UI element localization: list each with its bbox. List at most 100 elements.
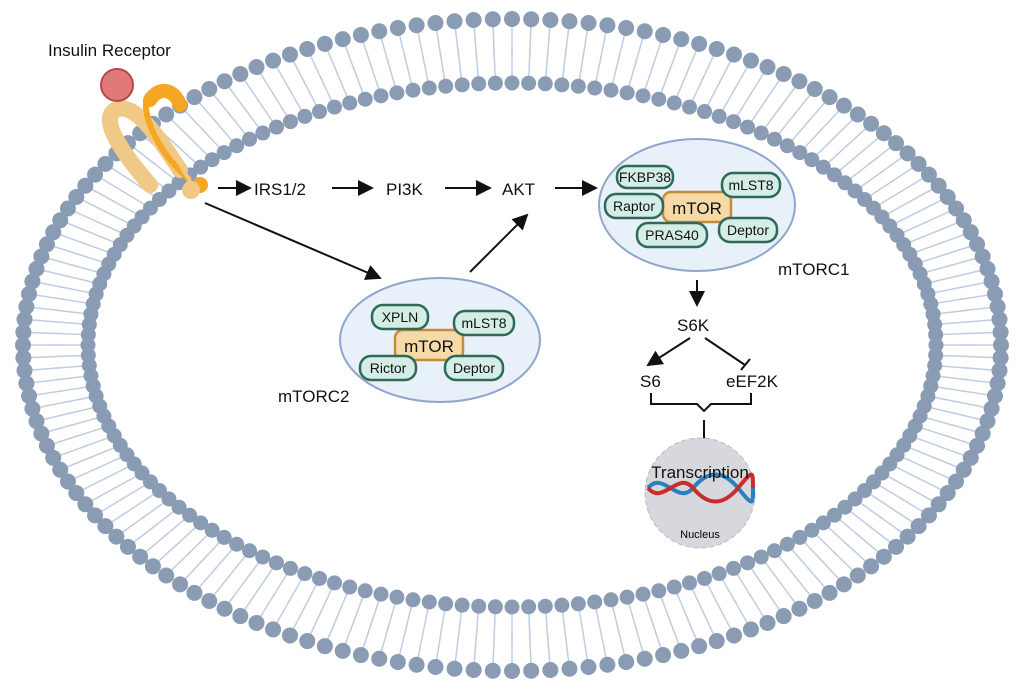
lipid-head: [389, 85, 405, 101]
lipid-head: [849, 106, 866, 123]
lipid-head: [389, 653, 406, 670]
insulin-receptor: [100, 68, 208, 199]
lipid-head: [955, 461, 972, 478]
lipid-head: [144, 558, 161, 575]
lipid-head: [371, 650, 388, 667]
lipid-head: [554, 77, 570, 93]
lipid-head: [352, 26, 369, 43]
lipid-head: [326, 99, 342, 115]
mtorc1-pras40: PRAS40: [645, 227, 699, 243]
lipid-head: [316, 638, 333, 655]
lipid-head: [711, 108, 727, 124]
lipid-head: [655, 647, 672, 664]
lipid-head: [186, 89, 203, 106]
lipid-head: [636, 23, 653, 40]
lipid-head: [791, 73, 808, 90]
lipid-head: [986, 286, 1003, 303]
lipid-head: [580, 15, 597, 32]
lipid-head: [299, 633, 316, 650]
lipid-head: [255, 549, 271, 565]
lipid-head: [983, 273, 1000, 290]
lipid-head: [487, 599, 503, 615]
lipid-head: [804, 522, 820, 538]
lipid-head: [979, 413, 996, 430]
lipid-head: [15, 349, 32, 366]
lipid-head: [537, 598, 553, 614]
lipid-head: [618, 20, 635, 37]
lipid-head: [18, 375, 35, 392]
lipid-head: [899, 528, 916, 545]
cell-membrane: [15, 11, 1009, 679]
lipid-head: [216, 600, 233, 617]
lipid-head: [326, 575, 342, 591]
irs-label: IRS1/2: [254, 180, 306, 199]
lipid-head: [33, 425, 50, 442]
lipid-head: [45, 449, 62, 466]
lipid-head: [775, 65, 792, 82]
lipid-head: [268, 555, 284, 571]
lipid-head: [357, 583, 373, 599]
lipid-head: [666, 579, 682, 595]
lipid-head: [930, 177, 947, 194]
lipid-head: [24, 273, 41, 290]
nucleus-label: Nucleus: [680, 529, 720, 541]
lipid-head: [504, 75, 520, 91]
lipid-head: [618, 653, 635, 670]
lipid-head: [421, 594, 437, 610]
lipid-head: [421, 80, 437, 96]
lipid-head: [863, 558, 880, 575]
lipid-head: [268, 119, 284, 135]
lipid-head: [504, 11, 520, 27]
lipid-head: [635, 586, 651, 602]
lipid-head: [521, 599, 537, 615]
lipid-head: [471, 76, 487, 92]
lipid-head: [603, 82, 619, 98]
lipid-head: [742, 621, 759, 638]
lipid-head: [636, 650, 653, 667]
lipid-head: [875, 548, 892, 565]
lipid-head: [835, 576, 852, 593]
lipid-head: [899, 145, 916, 162]
lipid-head: [974, 425, 991, 442]
lipid-head: [542, 12, 559, 29]
lipid-head: [427, 15, 444, 32]
lipid-head: [465, 661, 482, 678]
lipid-head: [910, 518, 927, 535]
lipid-head: [316, 35, 333, 52]
lipid-head: [815, 159, 831, 175]
lipid-head: [248, 614, 265, 631]
lipid-head: [603, 592, 619, 608]
lipid-head: [282, 114, 298, 130]
lipid-head: [962, 224, 979, 241]
lipid-head: [405, 82, 421, 98]
lipid-head: [792, 529, 808, 545]
lipid-head: [835, 97, 852, 114]
lipid-head: [826, 507, 842, 523]
lipid-head: [446, 660, 463, 677]
lipid-head: [33, 248, 50, 265]
lipid-head: [281, 627, 298, 644]
lipid-head: [742, 52, 759, 69]
lipid-head: [635, 88, 651, 104]
lipid-head: [920, 166, 937, 183]
lipid-head: [974, 248, 991, 265]
lipid-head: [334, 31, 351, 48]
mtorc1-complex: mTOR FKBP38 mLST8 Raptor PRAS40 Deptor: [598, 138, 796, 272]
lipid-head: [948, 473, 965, 490]
lipid-head: [427, 658, 444, 675]
lipid-head: [691, 35, 708, 52]
lipid-head: [740, 555, 756, 571]
eef2k-label: eEF2K: [726, 372, 779, 391]
lipid-head: [561, 660, 578, 677]
lipid-head: [371, 23, 388, 40]
lipid-head: [863, 115, 880, 132]
lipid-head: [696, 104, 712, 120]
lipid-head: [28, 413, 45, 430]
lipid-head: [962, 449, 979, 466]
lipid-head: [691, 638, 708, 655]
lipid-head: [21, 387, 38, 404]
lipid-head: [373, 586, 389, 602]
lipid-head: [711, 566, 727, 582]
lipid-head: [523, 11, 540, 28]
